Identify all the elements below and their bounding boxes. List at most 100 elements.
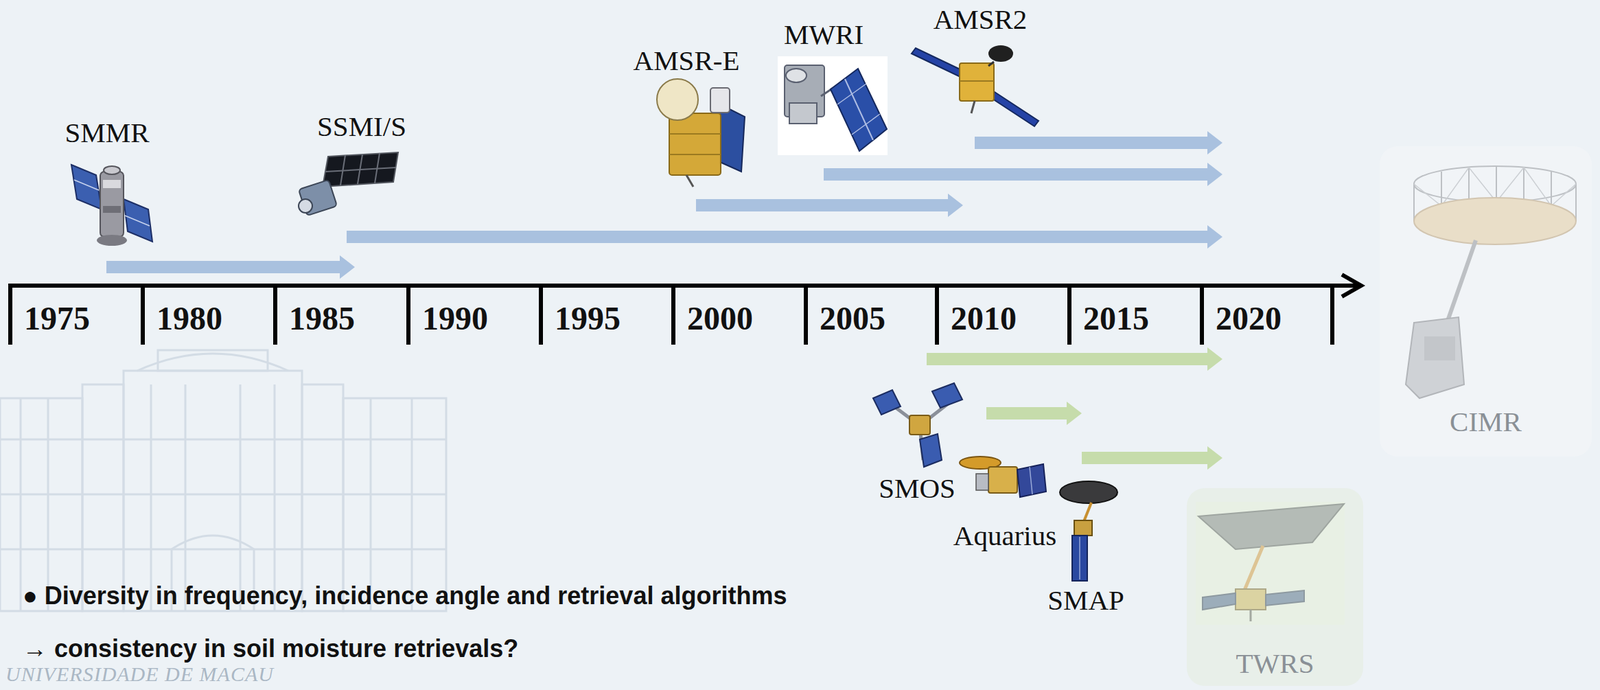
time-axis-part [273,285,278,345]
year-label: 2020 [1215,302,1282,335]
mwri-satellite-part [777,56,888,156]
smap-satellite-part [1072,535,1088,581]
ssmis-satellite-part [298,199,313,213]
smos-satellite-part [873,389,901,415]
amsr2-satellite-part [988,45,1014,62]
mwri-satellite-part [789,102,817,124]
building-watermark-part [47,398,50,611]
mission-bars-part [974,131,1223,155]
smmr-satellite-part [100,171,124,237]
building-watermark-part [302,384,344,611]
building-watermark-part [82,384,124,611]
watermark-text: UNIVERSIDADE DE MACAU [5,663,274,685]
satellite-name: SSMI/S [317,112,407,141]
time-axis-part [1199,285,1204,345]
building-watermark-part [0,548,447,551]
satellite-name: AMSR2 [933,5,1028,34]
ssmis-satellite-part [298,179,338,216]
time-axis-part [671,285,676,345]
mission-bars-part [823,162,1223,187]
smap-satellite-part [1079,536,1081,580]
year-label: 1985 [288,302,355,335]
note-text: → consistency in soil moisture retrieval… [22,636,519,662]
satellite-name: MWRI [783,20,864,49]
mission-bars-part [696,193,964,217]
building-watermark-part [273,384,276,611]
l-band-bars-part [1081,446,1223,470]
time-axis-part [538,285,543,345]
l-band-bars-part [986,401,1082,425]
satellite-name: SMMR [64,118,149,147]
amsr-e-satellite-part [686,175,694,187]
aquarius-satellite-part [976,473,989,491]
building-watermark-part [184,384,187,611]
smmr-satellite-part [71,164,102,210]
mwri-satellite-part [844,78,874,141]
building-watermark-part [19,398,22,611]
amsr2-satellite [911,45,1039,127]
year-label: 1990 [422,302,489,335]
building-watermark-part [137,353,289,371]
time-axis-part [8,285,13,345]
aquarius-satellite-part [1029,466,1033,495]
aquarius-satellite [959,456,1047,497]
building-watermark-part [343,398,447,611]
amsr2-satellite-part [988,61,994,66]
amsr-e-satellite-part [669,133,721,135]
building-watermark-part [123,370,303,611]
time-axis-part [1330,285,1335,345]
building-watermark-part [0,398,83,611]
satellite-name: Aquarius [953,521,1057,550]
aquarius-satellite-part [988,466,1018,493]
time-axis-part [1341,274,1362,297]
smos-satellite-part [919,433,942,467]
smap-satellite-part [1074,520,1093,536]
time-axis-part [406,285,411,345]
note-text: ● Diversity in frequency, incidence angl… [22,583,787,609]
mission-name: TWRS [1236,649,1315,678]
year-label: 2005 [819,302,886,335]
year-label: 1975 [24,302,90,335]
building-watermark-part [0,438,447,441]
smap-satellite-part [1059,481,1118,504]
building-watermark [0,350,447,611]
amsr2-satellite-part [988,90,1039,127]
smmr-satellite-part [124,215,150,226]
amsr2-satellite-part [911,48,965,77]
smmr-satellite-part [74,179,99,191]
ssmis-satellite [298,152,399,216]
smmr-satellite [71,164,153,246]
smmr-satellite-part [102,205,121,213]
smmr-satellite-part [96,234,127,246]
building-watermark-part [411,398,414,611]
building-watermark-part [0,493,447,496]
smmr-satellite-part [123,199,153,242]
year-label: 1995 [554,302,621,335]
amsr2-satellite-part [959,80,994,82]
amsr2-satellite-part [959,63,994,101]
time-axis-part [8,283,1360,288]
amsr-e-satellite [656,78,745,187]
ssmis-satellite-part [322,152,399,187]
l-band-bars-part [926,347,1223,371]
aquarius-satellite-part [1017,464,1047,497]
l-band-bars [926,347,1223,470]
building-watermark-part [157,350,268,371]
time-axis-part [1067,285,1072,345]
time-axis [8,274,1362,345]
mwri-satellite-part [851,113,880,135]
mwri-satellite-part [785,68,807,83]
year-label: 2015 [1083,302,1150,335]
mwri-satellite [777,56,888,156]
time-axis-part [140,285,145,345]
year-label: 2010 [950,302,1017,335]
satellite-name: SMOS [878,474,956,503]
mission-bars [106,131,1223,279]
mission-name: CIMR [1449,407,1522,436]
time-axis-part [934,285,939,345]
mission-bars-part [346,225,1223,249]
mwri-satellite-part [830,68,887,152]
building-watermark-part [369,398,373,611]
building-watermark-part [150,384,153,611]
